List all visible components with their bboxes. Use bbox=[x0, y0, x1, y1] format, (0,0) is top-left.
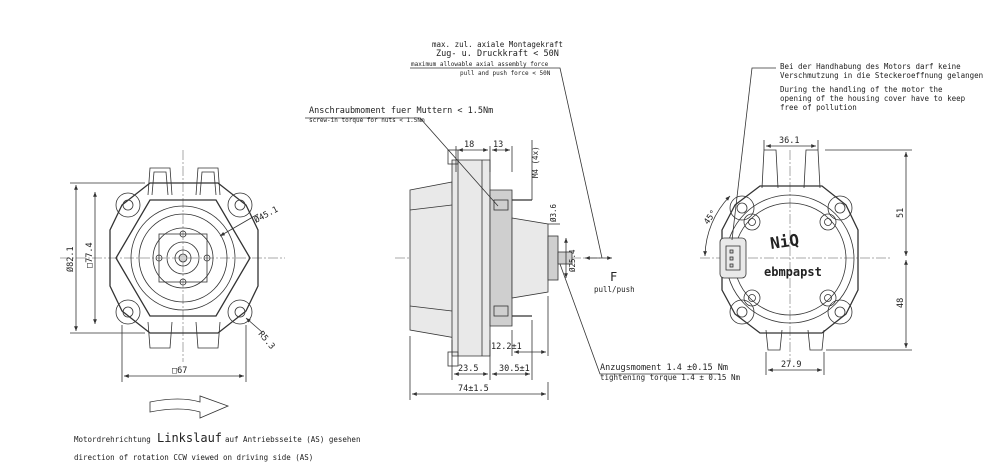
side-view: 18 13 M4 (4x) Ø3.6 Ø25.4 12.2±1 23.5 30.… bbox=[305, 67, 720, 400]
dim-3-6: Ø3.6 bbox=[549, 203, 558, 222]
torque-note-de: Anzugsmoment 1.4 ±0.15 Nm bbox=[600, 363, 728, 373]
pollution-note-en-3: free of pollution bbox=[780, 103, 857, 112]
front-view: Ø82.1 □77.4 Ø45.1 R5.3 □67 bbox=[60, 150, 285, 382]
brand-product: NiQ bbox=[769, 230, 800, 253]
dim-23-5: 23.5 bbox=[458, 364, 478, 374]
dim-51: 51 bbox=[896, 208, 906, 218]
dim-18: 18 bbox=[464, 140, 474, 150]
dim-36-1: 36.1 bbox=[779, 136, 799, 146]
brand-maker-logo: ebmpapst bbox=[764, 265, 822, 279]
dim-48: 48 bbox=[896, 298, 906, 308]
pollution-note-de-1: Bei der Handhabung des Motors darf keine bbox=[780, 62, 961, 71]
dim-27-9: 27.9 bbox=[781, 360, 801, 370]
nut-note-de: Anschraubmoment fuer Muttern < 1.5Nm bbox=[309, 106, 493, 116]
dim-45-deg: 45° bbox=[702, 208, 719, 226]
axial-note-en-1: maximum allowable axial assembly force bbox=[411, 61, 549, 68]
rotation-arrow-icon bbox=[149, 395, 230, 419]
dim-13: 13 bbox=[493, 140, 503, 150]
dim-25-4: Ø25.4 bbox=[568, 249, 577, 272]
rotation-note-de-2: auf Antriebsseite (AS) gesehen bbox=[225, 435, 360, 444]
axial-note-en-2: pull and push force < 50N bbox=[460, 70, 551, 77]
rotation-note-de-keyword: Linkslauf bbox=[157, 431, 222, 445]
dim-ear-radius: R5.3 bbox=[256, 330, 277, 352]
dim-square-flange: □77.4 bbox=[85, 242, 95, 268]
axial-note-de-2: Zug- u. Druckkraft < 50N bbox=[436, 49, 559, 59]
dim-outer-diameter: Ø82.1 bbox=[65, 246, 76, 272]
pollution-note-en-1: During the handling of the motor the bbox=[780, 85, 943, 94]
rotation-note-de-1: Motordrehrichtung bbox=[74, 435, 151, 444]
dim-30-5: 30.5±1 bbox=[499, 364, 530, 374]
dim-74: 74±1.5 bbox=[458, 384, 489, 394]
force-symbol: F bbox=[610, 270, 617, 284]
axial-note-de-1: max. zul. axiale Montagekraft bbox=[432, 40, 563, 49]
dim-m4-thread: M4 (4x) bbox=[531, 146, 540, 178]
pollution-note-de-2: Verschmutzung in die Steckeroeffnung gel… bbox=[780, 71, 983, 80]
rear-view: 36.1 45° 51 48 27.9 bbox=[700, 67, 912, 375]
nut-note-en: screw-in torque for nuts < 1.5Nm bbox=[309, 117, 425, 124]
force-label: pull/push bbox=[594, 285, 635, 294]
dim-hub-diameter: Ø45.1 bbox=[252, 204, 280, 226]
dim-square-67: □67 bbox=[172, 366, 187, 376]
rotation-note-en: direction of rotation CCW viewed on driv… bbox=[74, 453, 313, 462]
pollution-note-en-2: opening of the housing cover have to kee… bbox=[780, 94, 966, 103]
torque-note-en: tightening torque 1.4 ± 0.15 Nm bbox=[600, 373, 740, 382]
dim-12-2: 12.2±1 bbox=[491, 342, 522, 352]
